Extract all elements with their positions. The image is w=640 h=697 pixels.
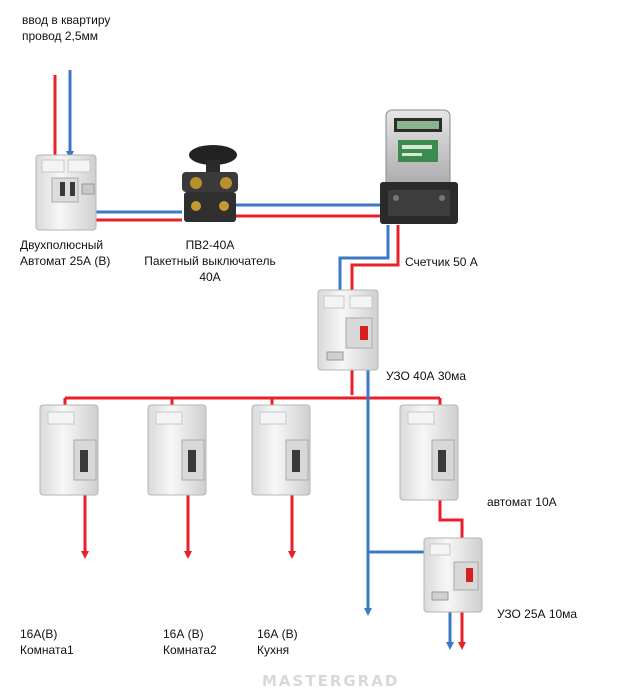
room2-label: 16А (В) Комната2 <box>163 626 217 658</box>
meter-label: Счетчик 50 А <box>405 255 478 269</box>
room1-name: Комната1 <box>20 643 74 657</box>
auto-10-label: автомат 10А <box>487 495 557 509</box>
input-label: ввод в квартиру провод 2,5мм <box>22 12 110 44</box>
room1-label: 16А(В) Комната1 <box>20 626 74 658</box>
switch-label-line1: ПВ2-40А <box>185 238 235 252</box>
wires <box>51 70 466 650</box>
kitchen-name: Кухня <box>257 643 290 657</box>
room2-rating: 16А (В) <box>163 627 204 641</box>
single-pole-breaker-icon <box>251 404 311 496</box>
kitchen-label: 16А (В) Кухня <box>257 626 298 658</box>
breaker-label-line2: Автомат 25А (В) <box>20 254 111 268</box>
switch-label: ПВ2-40А Пакетный выключатель 40А <box>140 237 280 285</box>
packet-switch-icon <box>182 145 238 222</box>
kitchen-rating: 16А (В) <box>257 627 298 641</box>
rcd-main-label: УЗО 40А 30ма <box>386 369 467 383</box>
rcd-25-label: УЗО 25А 10ма <box>497 607 578 621</box>
input-label-line2: провод 2,5мм <box>22 29 99 43</box>
rcd-icon <box>423 537 483 613</box>
switch-label-line2: Пакетный выключатель <box>144 254 276 268</box>
room2-name: Комната2 <box>163 643 217 657</box>
single-pole-breaker-icon <box>39 404 99 496</box>
double-pole-breaker-icon <box>35 154 97 231</box>
breaker-label-line1: Двухполюсный <box>20 238 104 252</box>
single-pole-breaker-icon <box>147 404 207 496</box>
room1-rating: 16А(В) <box>20 627 58 641</box>
breaker-label: Двухполюсный Автомат 25А (В) <box>20 237 110 269</box>
input-label-line1: ввод в квартиру <box>22 13 111 27</box>
watermark: MASTERGRAD <box>262 672 400 690</box>
electricity-meter-icon <box>380 109 458 224</box>
rcd-icon <box>317 289 379 371</box>
single-pole-breaker-icon <box>399 404 459 501</box>
switch-label-line3: 40А <box>199 270 221 284</box>
